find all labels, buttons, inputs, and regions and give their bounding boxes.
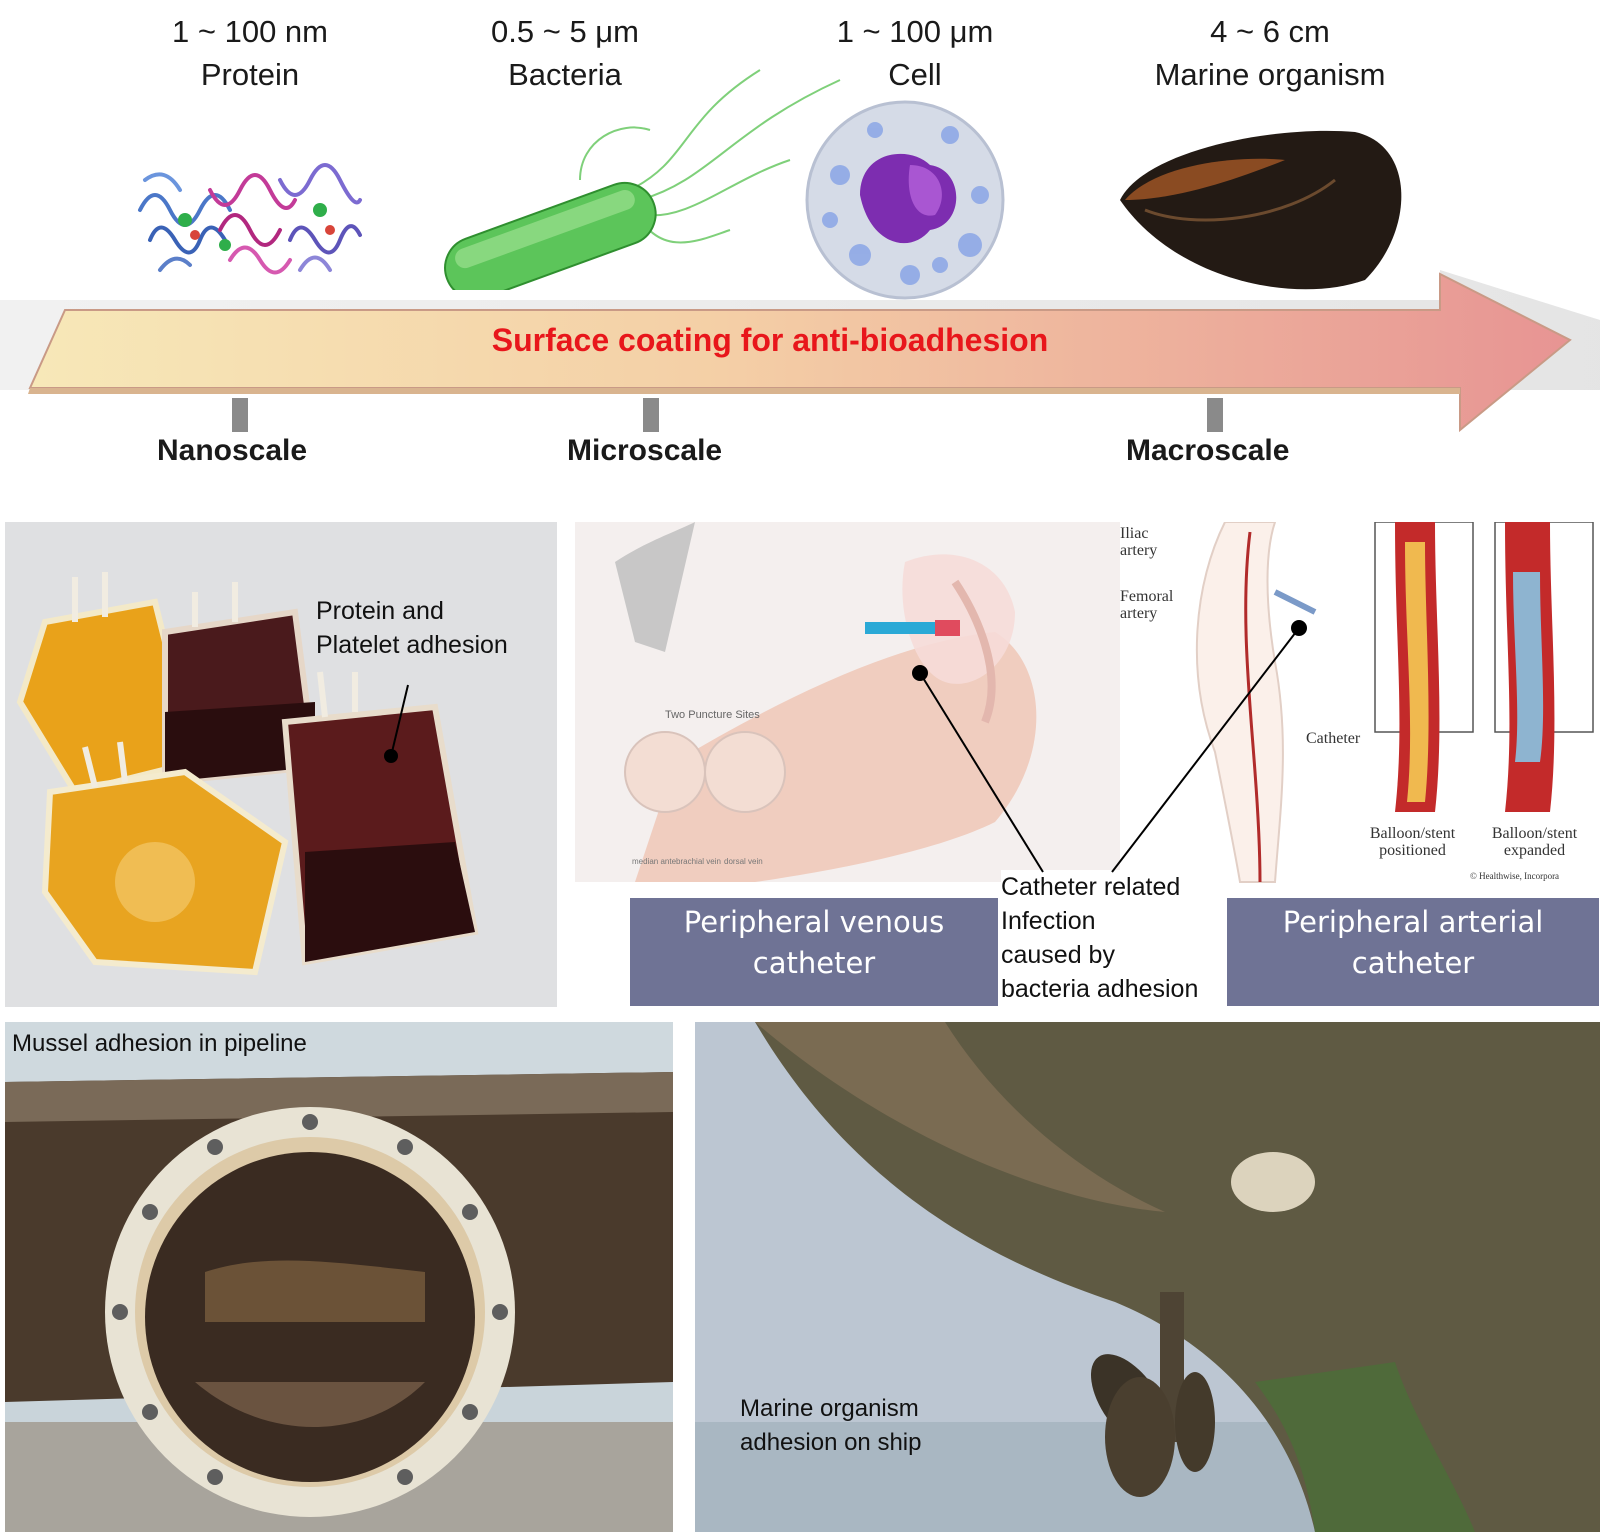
box-text: Peripheral venous <box>683 905 945 939</box>
vein-caption-1: median antebrachial vein <box>632 857 721 866</box>
microscale-label: Microscale <box>567 434 723 467</box>
illustration-text: positioned <box>1379 842 1446 859</box>
pipeline-label: Mussel adhesion in pipeline <box>12 1030 307 1057</box>
bacteria-illustration <box>444 69 841 290</box>
label-line: adhesion on ship <box>740 1429 922 1456</box>
ship-panel <box>695 1022 1600 1532</box>
scale-label-marine: 4 ~ 6 cm Marine organism <box>1120 10 1420 96</box>
scale-size: 4 ~ 6 cm <box>1210 14 1330 49</box>
annotation-line: Infection <box>1001 907 1096 935</box>
catheter-panel <box>575 522 1600 1008</box>
catheter-tag: Catheter <box>1306 730 1361 747</box>
tick-micro <box>643 398 659 432</box>
scale-name: Protein <box>200 57 300 92</box>
ship-label: Marine organism adhesion on ship <box>740 1392 921 1460</box>
arrow-title: Surface coating for anti-bioadhesion <box>491 322 1049 358</box>
scale-name: Cell <box>888 57 942 92</box>
illustration-text: Balloon/stent <box>1369 825 1456 842</box>
annotation-line: Protein and <box>316 597 444 625</box>
protein-illustration <box>138 163 362 275</box>
illustration-text: artery <box>1120 605 1158 622</box>
blood-annotation: Protein and Platelet adhesion <box>316 594 508 662</box>
tick-nano <box>232 398 248 432</box>
mussel-illustration <box>1120 130 1402 290</box>
box-text: Peripheral arterial <box>1282 905 1544 939</box>
scale-label-bacteria: 0.5 ~ 5 μm Bacteria <box>440 10 690 96</box>
box-text: catheter <box>1351 946 1475 980</box>
scale-label-cell: 1 ~ 100 μm Cell <box>790 10 1040 96</box>
puncture-caption: Two Puncture Sites <box>665 709 760 721</box>
pipeline-image <box>5 1022 673 1532</box>
nanoscale-label: Nanoscale <box>157 434 308 467</box>
annotation-line: Catheter related <box>1001 873 1181 901</box>
annotation-line: Platelet adhesion <box>316 631 508 659</box>
venous-catheter-box: Peripheral venous catheter <box>630 898 998 1006</box>
vein-caption-2: dorsal vein <box>724 857 763 866</box>
illustration-text: Balloon/stent <box>1491 825 1578 842</box>
box-text: catheter <box>752 946 876 980</box>
annotation-line: caused by <box>1001 941 1115 969</box>
femoral-label: Femoral artery <box>1120 588 1173 622</box>
ship-image <box>695 1022 1600 1532</box>
scale-arrow <box>0 270 1600 433</box>
expanded-label: Balloon/stent expanded <box>1482 825 1587 859</box>
macroscale-label: Macroscale <box>1126 434 1290 467</box>
blood-bags-image <box>16 572 479 976</box>
annotation-line: bacteria adhesion <box>1001 975 1199 1003</box>
illustration-credit: © Healthwise, Incorpora <box>1470 871 1560 881</box>
scale-name: Marine organism <box>1154 57 1386 92</box>
arterial-catheter-box: Peripheral arterial catheter <box>1227 898 1599 1006</box>
illustration-text: artery <box>1120 542 1158 559</box>
scale-size: 0.5 ~ 5 μm <box>491 14 639 49</box>
pipeline-panel <box>5 1022 673 1532</box>
scale-name: Bacteria <box>508 57 622 92</box>
catheter-illustration <box>575 522 1594 883</box>
illustration-text: Femoral <box>1120 588 1174 605</box>
blood-bag-panel <box>5 522 557 1007</box>
illustration-text: Iliac <box>1120 525 1149 542</box>
infection-pointers <box>912 620 1307 873</box>
cell-illustration <box>805 100 1005 300</box>
positioned-label: Balloon/stent positioned <box>1360 825 1465 859</box>
scale-size: 1 ~ 100 μm <box>836 14 994 49</box>
infection-annotation: Catheter related Infection caused by bac… <box>1001 870 1203 1006</box>
blood-pointer <box>384 684 409 763</box>
iliac-label: Iliac artery <box>1120 525 1157 559</box>
scale-label-protein: 1 ~ 100 nm Protein <box>130 10 370 96</box>
illustration-text: expanded <box>1503 842 1566 859</box>
scale-size: 1 ~ 100 nm <box>172 14 328 49</box>
label-line: Marine organism <box>740 1395 919 1422</box>
tick-macro <box>1207 398 1223 432</box>
